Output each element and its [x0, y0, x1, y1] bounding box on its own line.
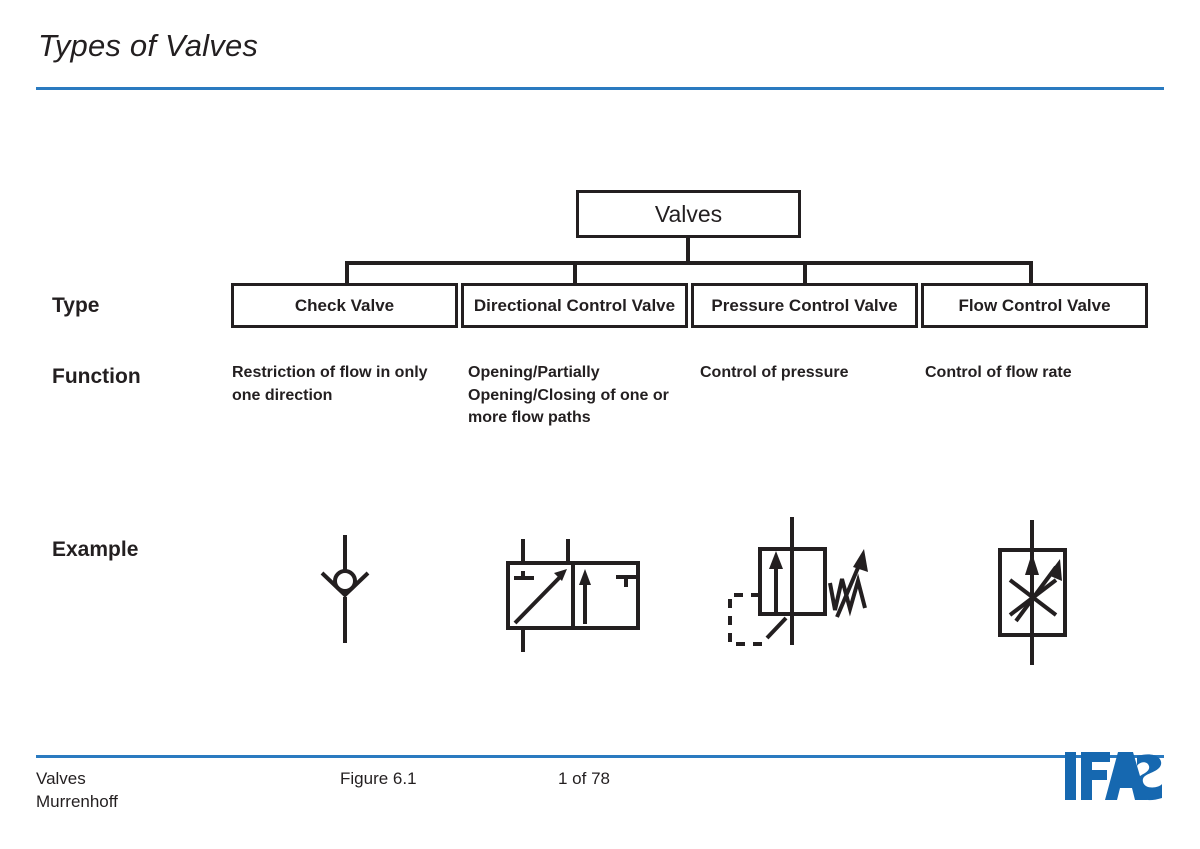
node-directional-control-valve: Directional Control Valve [461, 283, 688, 328]
row-label-function: Function [52, 365, 141, 388]
row-label-example: Example [52, 538, 139, 561]
connector-root-stem [686, 238, 690, 264]
check-valve-symbol [300, 515, 410, 670]
directional-control-valve-symbol [490, 525, 670, 660]
footer-figure-number: Figure 6.1 [340, 769, 417, 788]
node-check-valve: Check Valve [231, 283, 458, 328]
pressure-control-valve-symbol [720, 505, 900, 680]
connector-drop-check-valve [345, 261, 349, 284]
function-text-flow-control-valve: Control of flow rate [925, 364, 1072, 381]
footer-divider [36, 755, 1164, 758]
flow-control-valve-symbol [970, 505, 1110, 680]
connector-drop-pressure-control-valve [803, 261, 807, 284]
function-text-pressure-control-valve: Control of pressure [700, 364, 849, 381]
function-text-check-valve: Restriction of flow in only one directio… [232, 364, 428, 404]
footer-page-number: 1 of 78 [558, 769, 610, 788]
connector-drop-flow-control-valve [1029, 261, 1033, 284]
row-label-type: Type [52, 294, 100, 317]
connector-drop-directional-control-valve [573, 261, 577, 284]
function-text-directional-control-valve: Opening/Partially Opening/Closing of one… [468, 364, 669, 427]
node-pressure-control-valve: Pressure Control Valve [691, 283, 918, 328]
footer-source: Valves Murrenhoff [36, 769, 118, 811]
ifas-logo [1063, 748, 1165, 804]
node-flow-control-valve: Flow Control Valve [921, 283, 1148, 328]
node-valves: Valves [576, 190, 801, 238]
page-title: Types of Valves [38, 28, 259, 63]
connector-bus [345, 261, 1033, 265]
header-divider [36, 87, 1164, 90]
